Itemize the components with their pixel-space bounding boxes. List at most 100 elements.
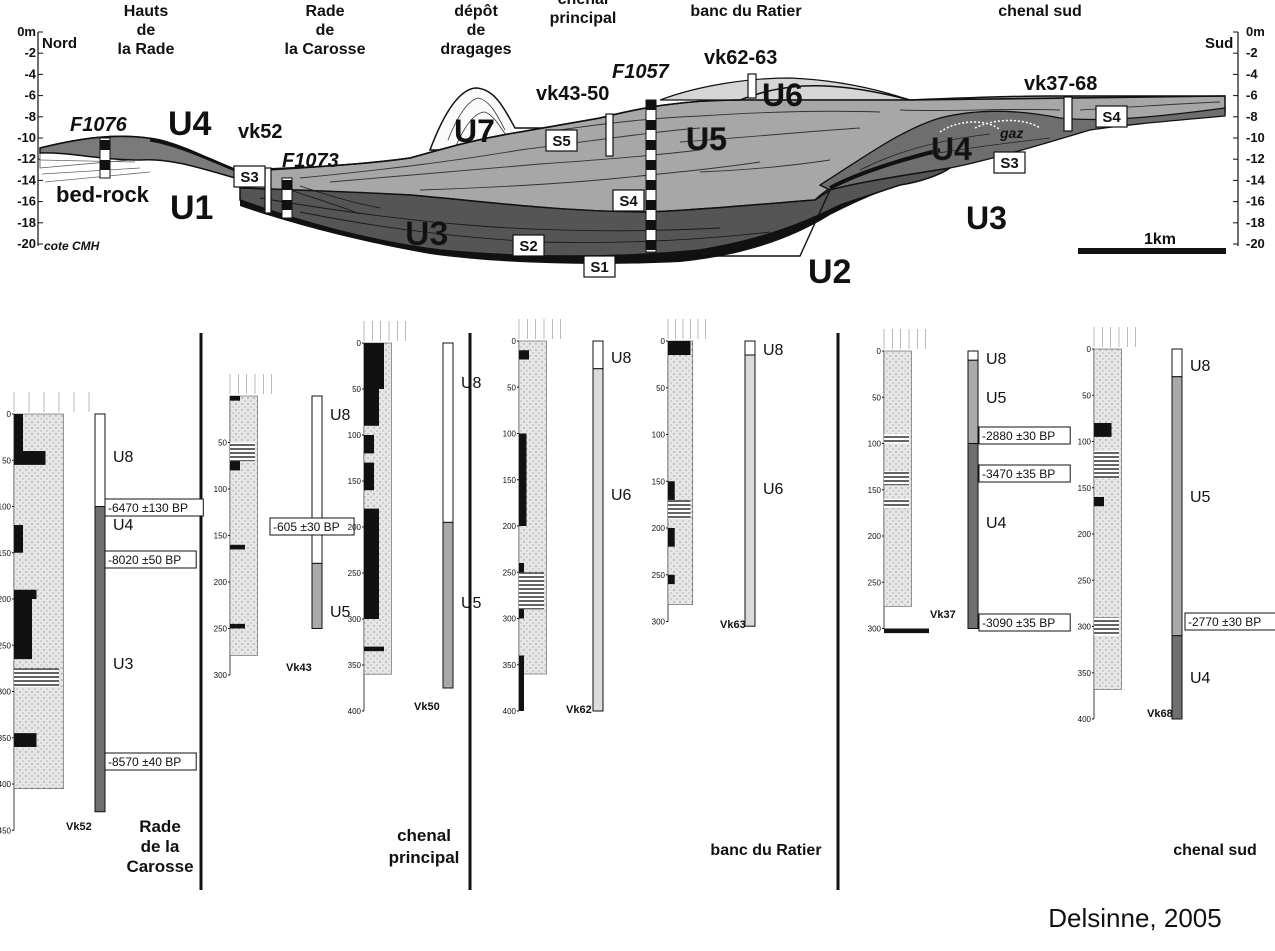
surface-label: S2 [519,238,537,255]
core-vk37-68 [1063,96,1073,132]
unit-bar [967,359,979,444]
panel-label-carosse: de la [141,837,180,856]
unit-label: U5 [986,390,1007,407]
surface-box [583,255,616,278]
date-box [269,517,355,536]
core-vk43-50 [605,113,614,157]
south-label: Sud [1205,35,1233,52]
depth-label: 200 [652,524,666,533]
mud-layer [884,628,929,634]
laminated-layer [1094,450,1119,479]
unit-label: U6 [611,487,632,504]
mud-layer [1094,497,1104,507]
depth-tick: -20 [17,236,36,251]
core-name: Vk62 [566,704,592,716]
mud-layer [14,414,23,451]
depth-label: 300 [214,671,228,680]
core-label: vk62-63 [704,47,777,69]
mud-layer [668,574,675,585]
laminated-layer [884,499,909,509]
depth-label: 0 [357,339,362,348]
unit-label: U8 [330,407,351,424]
mud-layer [230,623,245,629]
depth-tick: 0m [17,24,36,39]
depth-label: 100 [652,431,666,440]
depth-label: 0 [512,337,517,346]
unit-bar [744,354,756,627]
mud-layer [364,389,379,426]
depth-tick: -14 [1246,172,1266,187]
unit-label: U3 [113,656,134,673]
core-label: vk37-68 [1024,73,1097,95]
depth-tick: -18 [1246,215,1265,230]
unit-u3 [239,167,951,257]
depth-label: 400 [0,780,12,789]
lithology [229,395,258,656]
depth-label: 50 [2,456,11,465]
depth-tick: -10 [1246,130,1265,145]
unit-u6-cap [659,77,911,101]
laminated-layer [668,499,691,519]
header-carosse: la Carosse [285,41,366,58]
unit-bar [94,413,106,507]
unit-label-u3: U3 [966,200,1007,236]
depth-label: 200 [0,595,12,604]
depth-label: 150 [0,549,12,558]
depth-label: 200 [348,523,362,532]
header-ratier: banc du Ratier [690,3,801,20]
log-vk52: 050100150200250300350400450U8U4U3-6470 ±… [0,392,204,835]
mud-layer [14,599,32,660]
unit-bar [744,340,756,356]
surface-label: S5 [552,133,570,150]
date-label: -605 ±30 BP [273,520,340,534]
unit-label-u1: U1 [170,189,213,227]
bedrock-label: bed-rock [56,182,150,207]
north-label: Nord [42,35,77,52]
mud-layer [230,396,240,401]
depth-tick: -6 [24,88,36,103]
depth-tick: -8 [1246,109,1258,124]
mud-layer [14,589,37,599]
depth-tick: -2 [1246,45,1258,60]
header-depot: de [467,22,486,39]
depth-tick: -8 [24,109,36,124]
borehole-label: F1076 [70,114,128,136]
unit-u2-base [240,185,900,264]
mud-layer [519,350,529,360]
unit-label: U4 [1190,670,1211,687]
header-chenal: chenal [558,0,609,8]
depth-tick: -4 [24,66,36,81]
date-box [104,752,197,771]
mud-layer [364,646,384,652]
depth-axis-right: 0m-2-4-6-8-10-12-14-16-18-20 [1233,24,1266,251]
depth-label: 0 [1087,345,1092,354]
mud-layer [230,544,245,550]
surface-label: S4 [1102,109,1121,126]
mud-layer [230,461,240,471]
surface-box [233,165,266,188]
panel-label-carosse: Carosse [126,857,193,876]
borehole-f1057 [645,99,657,253]
depth-label: 400 [1078,715,1092,724]
depth-label: 100 [868,440,882,449]
lithology [667,340,694,605]
depth-label: 250 [1078,576,1092,585]
surface-box [612,189,645,212]
depth-label: 250 [652,571,666,580]
panel-label-chenal: chenal [397,826,451,845]
header-sud: chenal sud [998,3,1082,20]
unit-label: U5 [1190,489,1211,506]
depth-label: 50 [872,393,881,402]
panel-separators [199,333,840,890]
depth-label: 300 [1078,623,1092,632]
panel-label-carosse: Rade [139,817,181,836]
depth-tick: -4 [1246,66,1258,81]
date-box [978,613,1071,632]
depth-label: 150 [652,477,666,486]
date-label: -6470 ±130 BP [108,501,188,515]
